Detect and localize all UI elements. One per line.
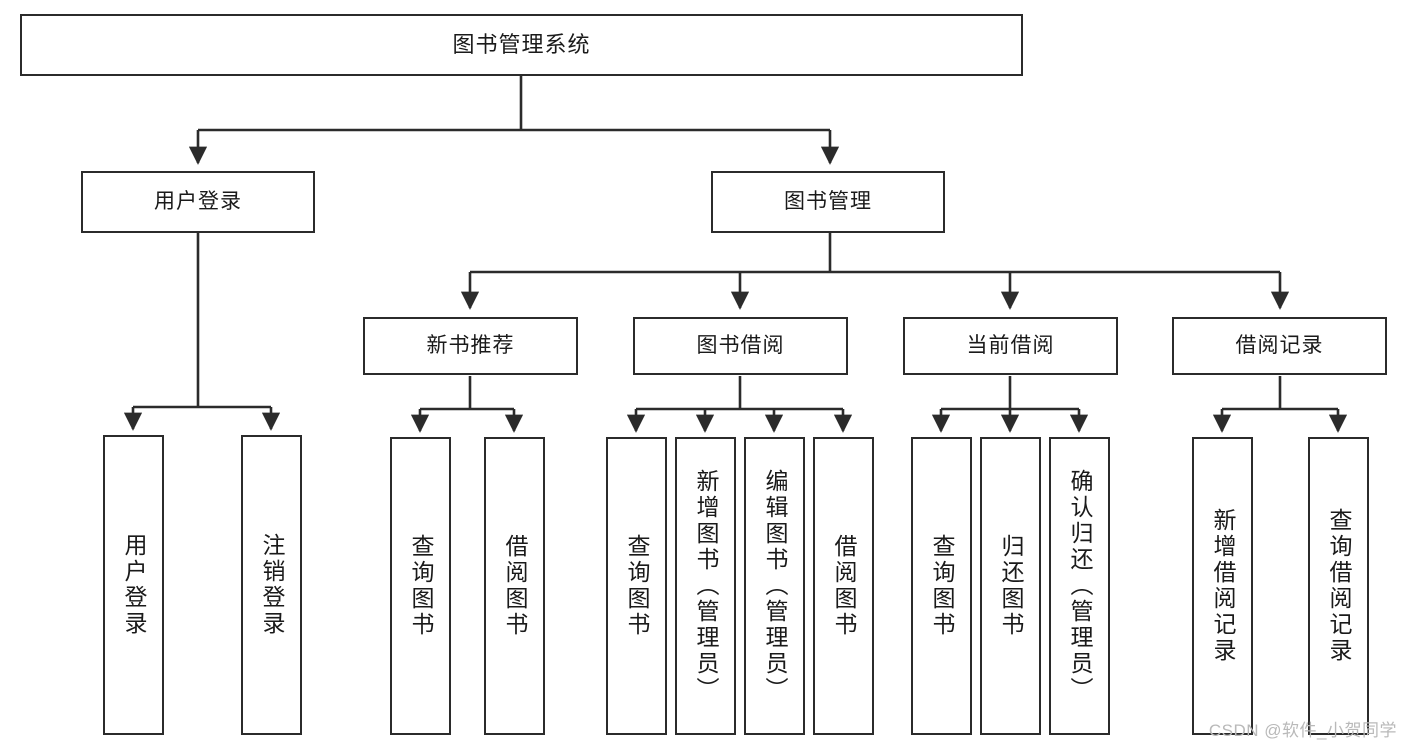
node-label: 用户登录 — [121, 533, 147, 637]
node-label: 借阅图书 — [502, 534, 528, 638]
leaf-confirm-return-admin[interactable]: 确认归还（管理员） — [1049, 437, 1110, 735]
leaf-return-book[interactable]: 归还图书 — [980, 437, 1041, 735]
leaf-add-borrow-record[interactable]: 新增借阅记录 — [1192, 437, 1253, 735]
node-label: 借阅图书 — [831, 534, 857, 638]
leaf-add-book-admin[interactable]: 新增图书（管理员） — [675, 437, 736, 735]
node-label: 确认归还（管理员） — [1067, 469, 1093, 703]
leaf-query-book-borrow[interactable]: 查询图书 — [606, 437, 667, 735]
watermark: CSDN @软件_小贺同学 — [1208, 721, 1397, 740]
node-label: 查询图书 — [624, 534, 650, 638]
node-user-login[interactable]: 用户登录 — [81, 171, 315, 233]
node-borrow-record[interactable]: 借阅记录 — [1172, 317, 1387, 375]
node-label: 查询图书 — [929, 534, 955, 638]
node-book-management[interactable]: 图书管理 — [711, 171, 945, 233]
leaf-query-borrow-record[interactable]: 查询借阅记录 — [1308, 437, 1369, 735]
leaf-edit-book-admin[interactable]: 编辑图书（管理员） — [744, 437, 805, 735]
node-label: 借阅记录 — [1235, 333, 1324, 357]
node-label: 查询借阅记录 — [1326, 508, 1352, 664]
node-label: 新增图书（管理员） — [693, 469, 719, 703]
leaf-user-login[interactable]: 用户登录 — [103, 435, 164, 735]
node-label: 新增借阅记录 — [1210, 508, 1236, 664]
leaf-borrow-book-newbook[interactable]: 借阅图书 — [484, 437, 545, 735]
node-label: 查询图书 — [408, 534, 434, 638]
node-label: 编辑图书（管理员） — [762, 469, 788, 703]
node-label: 图书管理系统 — [452, 32, 591, 58]
node-label: 当前借阅 — [966, 333, 1055, 357]
leaf-logout[interactable]: 注销登录 — [241, 435, 302, 735]
node-new-book-recommend[interactable]: 新书推荐 — [363, 317, 578, 375]
node-root-system[interactable]: 图书管理系统 — [20, 14, 1023, 76]
leaf-query-book-newbook[interactable]: 查询图书 — [390, 437, 451, 735]
node-current-borrow[interactable]: 当前借阅 — [903, 317, 1118, 375]
node-label: 新书推荐 — [426, 333, 515, 357]
node-label: 图书管理 — [784, 189, 872, 213]
node-label: 用户登录 — [154, 189, 242, 213]
node-label: 注销登录 — [259, 533, 285, 637]
node-book-borrow[interactable]: 图书借阅 — [633, 317, 848, 375]
leaf-borrow-book[interactable]: 借阅图书 — [813, 437, 874, 735]
node-label: 归还图书 — [998, 534, 1024, 638]
leaf-query-book-current[interactable]: 查询图书 — [911, 437, 972, 735]
node-label: 图书借阅 — [696, 333, 785, 357]
